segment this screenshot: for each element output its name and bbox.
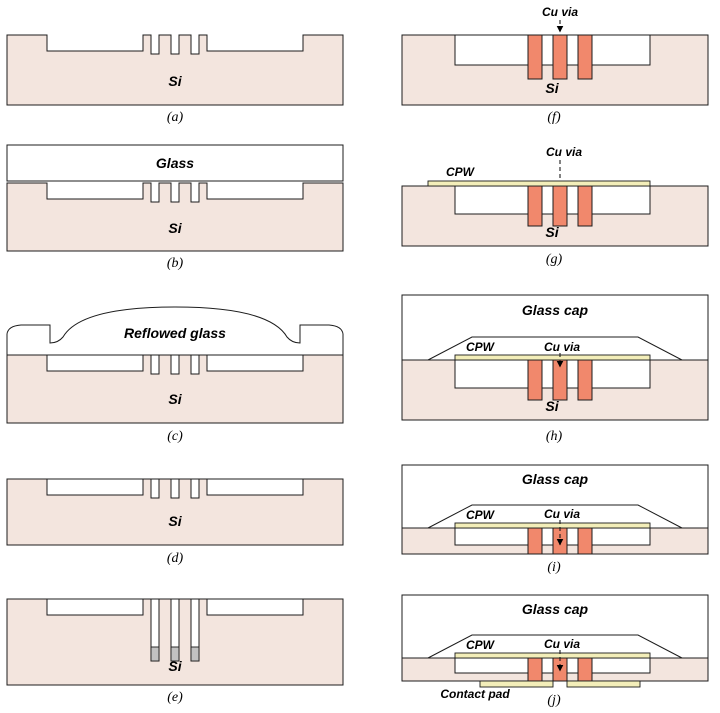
reflowed-glass-label: Reflowed glass [124, 325, 226, 341]
cap-cavity-wall [427, 634, 683, 659]
caption-h: (h) [545, 429, 563, 444]
panel-d-diagram: Si [6, 478, 344, 546]
seed-metal-plug [190, 646, 200, 662]
cu-via-label: Cu via [546, 145, 582, 159]
caption-a: (a) [166, 110, 184, 125]
cu-via-label: Cu via [542, 5, 578, 19]
glass-cap [401, 464, 709, 529]
glass-filled-cavity-left [46, 478, 144, 496]
panel-h-diagram: Glass cap CPW Cu via Si [401, 294, 709, 421]
glass-cap-label: Glass cap [522, 471, 589, 487]
cu-via [552, 185, 568, 227]
glass-cap-label: Glass cap [522, 601, 589, 617]
cpw-label: CPW [466, 340, 496, 354]
cpw-label: CPW [446, 165, 476, 179]
si-label: Si [168, 220, 182, 236]
cu-via [527, 657, 543, 682]
cu-via [527, 359, 543, 401]
glass-filled-slot [170, 478, 180, 499]
panel-f-diagram: Cu via Si [401, 5, 709, 106]
panel-i-diagram: Glass cap CPW Cu via [401, 464, 709, 555]
cu-via [577, 185, 593, 227]
cu-via [552, 657, 568, 682]
cpw-metal-layer [427, 180, 651, 187]
caption-g: (g) [545, 252, 563, 267]
glass-filled-cavity-left [46, 598, 144, 616]
panel-e-diagram: Si [6, 598, 344, 686]
glass-filled-slot [190, 478, 200, 499]
glass-filled-cavity-right [206, 598, 304, 616]
panel-j-diagram: Glass cap CPW Cu via Contact pad [401, 594, 709, 701]
cap-cavity-wall [427, 336, 683, 361]
contact-pad-label: Contact pad [440, 687, 510, 701]
glass-label: Glass [156, 155, 194, 171]
cpw-metal-layer [454, 354, 651, 361]
cu-via [527, 185, 543, 227]
glass-cap-label: Glass cap [522, 302, 589, 318]
panel-c-diagram: Reflowed glass Si [6, 306, 344, 424]
caption-d: (d) [166, 551, 184, 566]
cu-via [552, 359, 568, 401]
cu-via-label: Cu via [544, 340, 580, 354]
glass-filled-slot [150, 478, 160, 499]
caption-e: (e) [167, 690, 183, 705]
cu-via [527, 527, 543, 555]
cu-via [577, 657, 593, 682]
cpw-label: CPW [466, 638, 496, 652]
cu-via-label: Cu via [544, 507, 580, 521]
si-label: Si [168, 73, 182, 89]
panel-g-diagram: Cu via CPW Si [401, 145, 709, 247]
cpw-label: CPW [466, 508, 496, 522]
cu-via [577, 359, 593, 401]
si-label: Si [545, 398, 559, 414]
caption-f: (f) [547, 110, 561, 125]
contact-pad-left [479, 680, 554, 688]
cu-via [577, 34, 593, 80]
cu-via-label: Cu via [544, 637, 580, 651]
glass-cap [401, 594, 709, 659]
panel-b-diagram: Glass Si [6, 144, 344, 252]
contact-pad-right [566, 680, 641, 688]
seed-metal-plug [150, 646, 160, 662]
seed-metal-plug [170, 646, 180, 662]
cap-cavity-wall [427, 504, 683, 529]
glass-wafer [6, 144, 344, 182]
cu-via [527, 34, 543, 80]
caption-b: (b) [166, 256, 184, 271]
si-label: Si [168, 513, 182, 529]
si-label: Si [545, 224, 559, 240]
cpw-metal-layer [454, 652, 651, 659]
si-label: Si [168, 658, 182, 674]
si-substrate-with-cavity [6, 34, 344, 106]
si-label: Si [168, 391, 182, 407]
panel-a-diagram: Si [6, 34, 344, 106]
si-substrate-with-cavity [6, 182, 344, 252]
caption-i: (i) [547, 560, 561, 575]
cu-via [552, 34, 568, 80]
glass-filled-cavity-right [206, 478, 304, 496]
si-substrate-with-cavity [6, 354, 344, 424]
caption-c: (c) [167, 429, 183, 444]
cpw-metal-layer [454, 522, 651, 529]
cu-via [577, 527, 593, 555]
si-label: Si [545, 80, 559, 96]
reflowed-glass-dome [6, 306, 344, 356]
